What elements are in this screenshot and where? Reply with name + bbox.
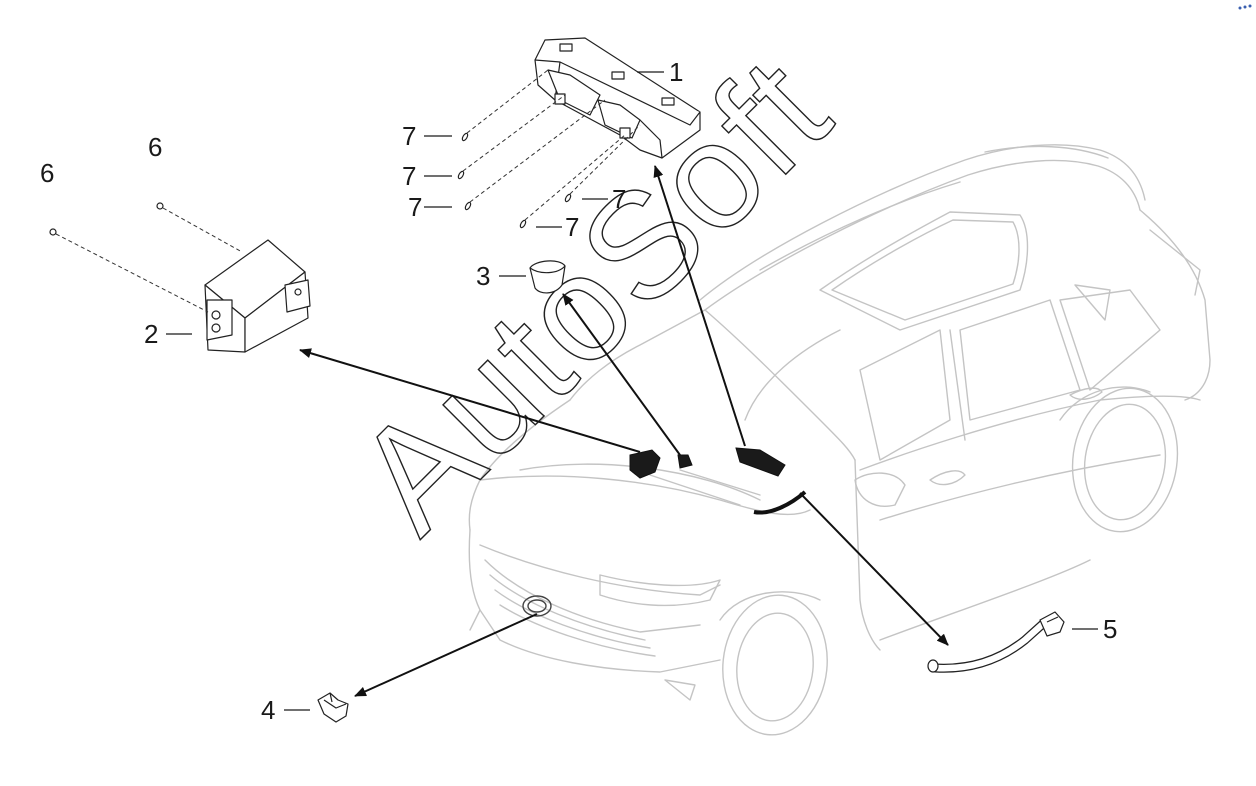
- callout-4: 4: [261, 695, 275, 725]
- screws-6: [49, 202, 164, 236]
- callout-7: 7: [612, 184, 626, 214]
- screw-guide-lines: [462, 69, 641, 221]
- callout-7: 7: [408, 192, 422, 222]
- screws-7: [457, 132, 572, 229]
- callout-6: 6: [40, 158, 54, 188]
- callout-6: 6: [148, 132, 162, 162]
- callout-3: 3: [476, 261, 490, 291]
- callout-7: 7: [402, 161, 416, 191]
- part-1-bracket: [534, 37, 701, 159]
- callout-5: 5: [1103, 614, 1117, 644]
- screw-guide-line: [162, 207, 243, 253]
- corner-mark: [1238, 4, 1252, 10]
- locator-arrows: [299, 165, 949, 697]
- callout-1: 1: [669, 57, 683, 87]
- callout-7: 7: [565, 212, 579, 242]
- callout-7: 7: [402, 121, 416, 151]
- callout-2: 2: [144, 319, 158, 349]
- callout-leaders: [166, 71, 1098, 711]
- part-3-grommet: [529, 260, 566, 294]
- installed-parts: [629, 447, 807, 515]
- screw-guide-line: [55, 233, 209, 313]
- part-2-module: [204, 239, 311, 353]
- vehicle-outline: [468, 144, 1211, 736]
- callout-labels: 1 2 3 4 5 6 6 7 7 7 7 7: [40, 57, 1117, 725]
- part-4-sensor: [317, 692, 349, 723]
- part-5-harness: [927, 611, 1065, 673]
